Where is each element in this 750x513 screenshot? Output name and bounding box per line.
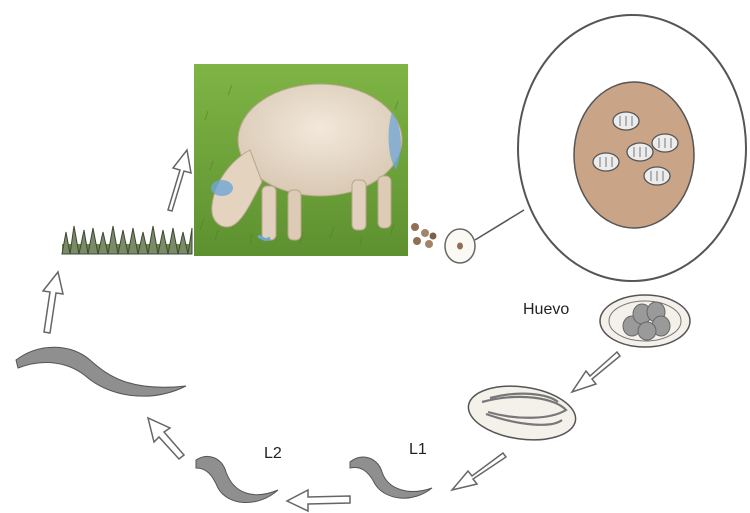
- larva-l1: [350, 457, 432, 498]
- larvated-egg: [465, 380, 579, 447]
- larva-l3: [16, 347, 186, 396]
- zoom-connector: [475, 210, 524, 240]
- egg-huevo: [600, 295, 690, 347]
- label-l2: L2: [264, 445, 282, 463]
- small-egg: [445, 229, 475, 263]
- label-huevo: Huevo: [523, 301, 569, 319]
- label-l1: L1: [409, 441, 427, 459]
- dung-pellets: [411, 223, 437, 248]
- arrow-larvated-egg-to-l1: [452, 453, 506, 490]
- arrow-l2-to-l3: [148, 418, 184, 459]
- arrow-l1-to-l2: [287, 490, 350, 511]
- magnified-dung-view: [518, 15, 746, 281]
- larva-l2: [196, 456, 278, 502]
- arrow-larva-to-grass: [43, 272, 63, 333]
- grass-strip: [62, 226, 192, 254]
- arrow-egg-to-larvated-egg: [572, 352, 620, 392]
- arrow-grass-to-sheep: [168, 150, 191, 211]
- sheep-photo: [194, 64, 408, 256]
